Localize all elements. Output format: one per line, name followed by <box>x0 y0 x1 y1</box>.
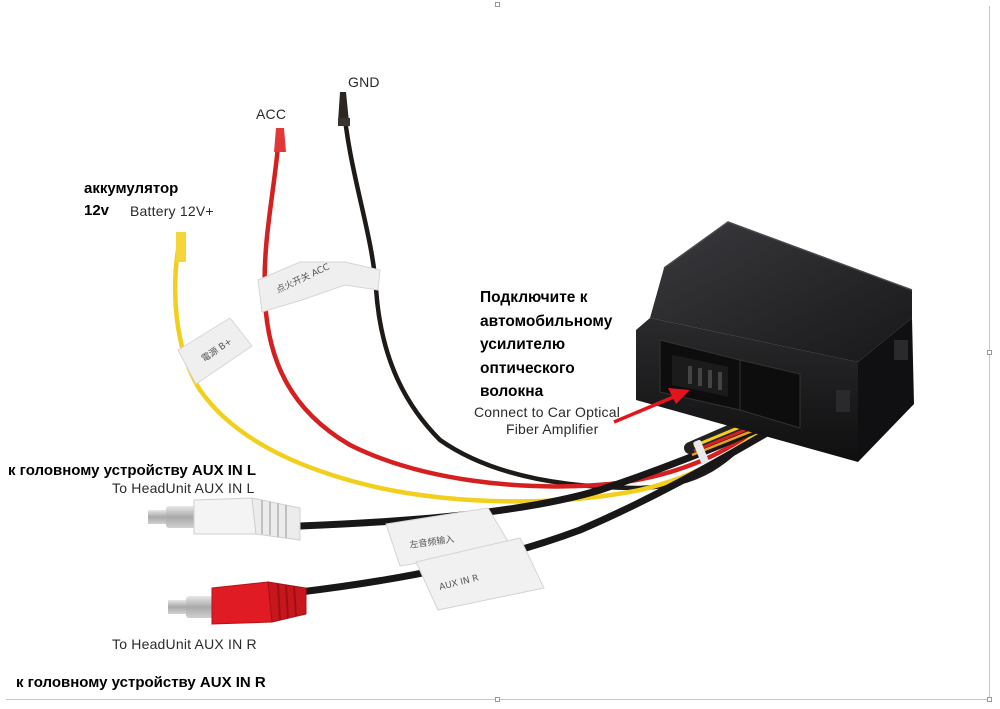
acc-wire <box>262 132 771 489</box>
aux-r-en-label: To HeadUnit AUX IN R <box>112 636 257 652</box>
resize-handle-bottom-right[interactable] <box>987 697 992 702</box>
fiber-converter-box <box>636 221 914 462</box>
battery-ru-label-line1: аккумулятор <box>84 180 179 197</box>
amp-ru-line: Подключите к <box>480 289 588 306</box>
gnd-label: GND <box>348 74 380 90</box>
resize-handle-top[interactable] <box>495 2 500 7</box>
amp-ru-line: усилителю <box>480 336 566 353</box>
acc-wire-tag: 点火开关 ACC <box>257 261 381 313</box>
aux-r-ru-label: к головному устройству AUX IN R <box>16 674 266 691</box>
acc-label: ACC <box>256 106 287 122</box>
rca-l-cable <box>296 420 774 530</box>
rca-l-plug <box>148 497 301 541</box>
rca-r-plug <box>168 581 307 625</box>
rca-r-cable <box>296 426 776 596</box>
resize-handle-bottom[interactable] <box>495 697 500 702</box>
battery-en-label: Battery 12V+ <box>130 203 214 219</box>
amp-ru-line: автомобильному <box>480 312 613 330</box>
amp-ru-line: волокна <box>480 383 544 400</box>
amp-en-label-line2: Fiber Amplifier <box>506 421 599 437</box>
resize-handle-right[interactable] <box>987 350 992 355</box>
aux-l-ru-label: к головному устройству AUX IN L <box>8 462 257 479</box>
battery-wire-tag: 電源 B+ <box>177 317 253 385</box>
amp-en-label-line1: Connect to Car Optical <box>474 404 621 420</box>
connect-arrow <box>613 388 690 424</box>
aux-r-tag: AUX IN R <box>415 537 545 611</box>
aux-l-en-label: To HeadUnit AUX IN L <box>112 480 255 496</box>
battery-ru-label-line2: 12v <box>84 202 110 219</box>
amp-ru-line: оптического <box>480 359 575 377</box>
amp-ru-label: Подключите к автомобильному усилителю оп… <box>480 286 612 404</box>
